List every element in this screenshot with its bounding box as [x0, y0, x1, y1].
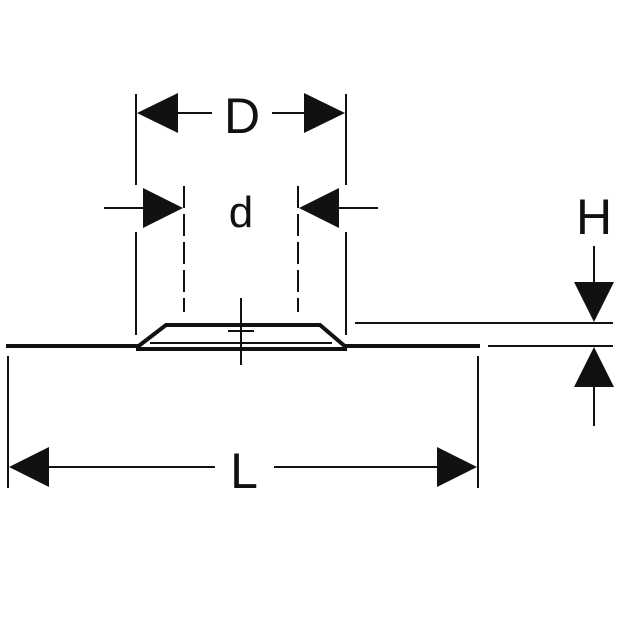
d-outer-arrow-left	[137, 93, 178, 133]
label-height: H	[576, 189, 612, 245]
dimension-lines	[48, 112, 595, 468]
l-arrow-left	[9, 447, 49, 487]
label-length: L	[230, 443, 258, 499]
h-arrow-top	[574, 282, 614, 322]
label-outer-diameter: D	[224, 88, 260, 144]
collar-outline	[134, 323, 349, 350]
l-arrow-right	[437, 447, 477, 487]
label-inner-diameter: d	[229, 188, 253, 237]
d-outer-arrow-right	[304, 93, 345, 133]
extension-lines	[7, 94, 613, 488]
d-inner-arrow-left	[143, 188, 183, 228]
part-geometry	[6, 298, 480, 365]
d-inner-arrow-right	[299, 188, 339, 228]
arrowheads	[9, 93, 614, 487]
h-arrow-bottom	[574, 347, 614, 387]
dimension-labels: D d H L	[224, 88, 612, 499]
